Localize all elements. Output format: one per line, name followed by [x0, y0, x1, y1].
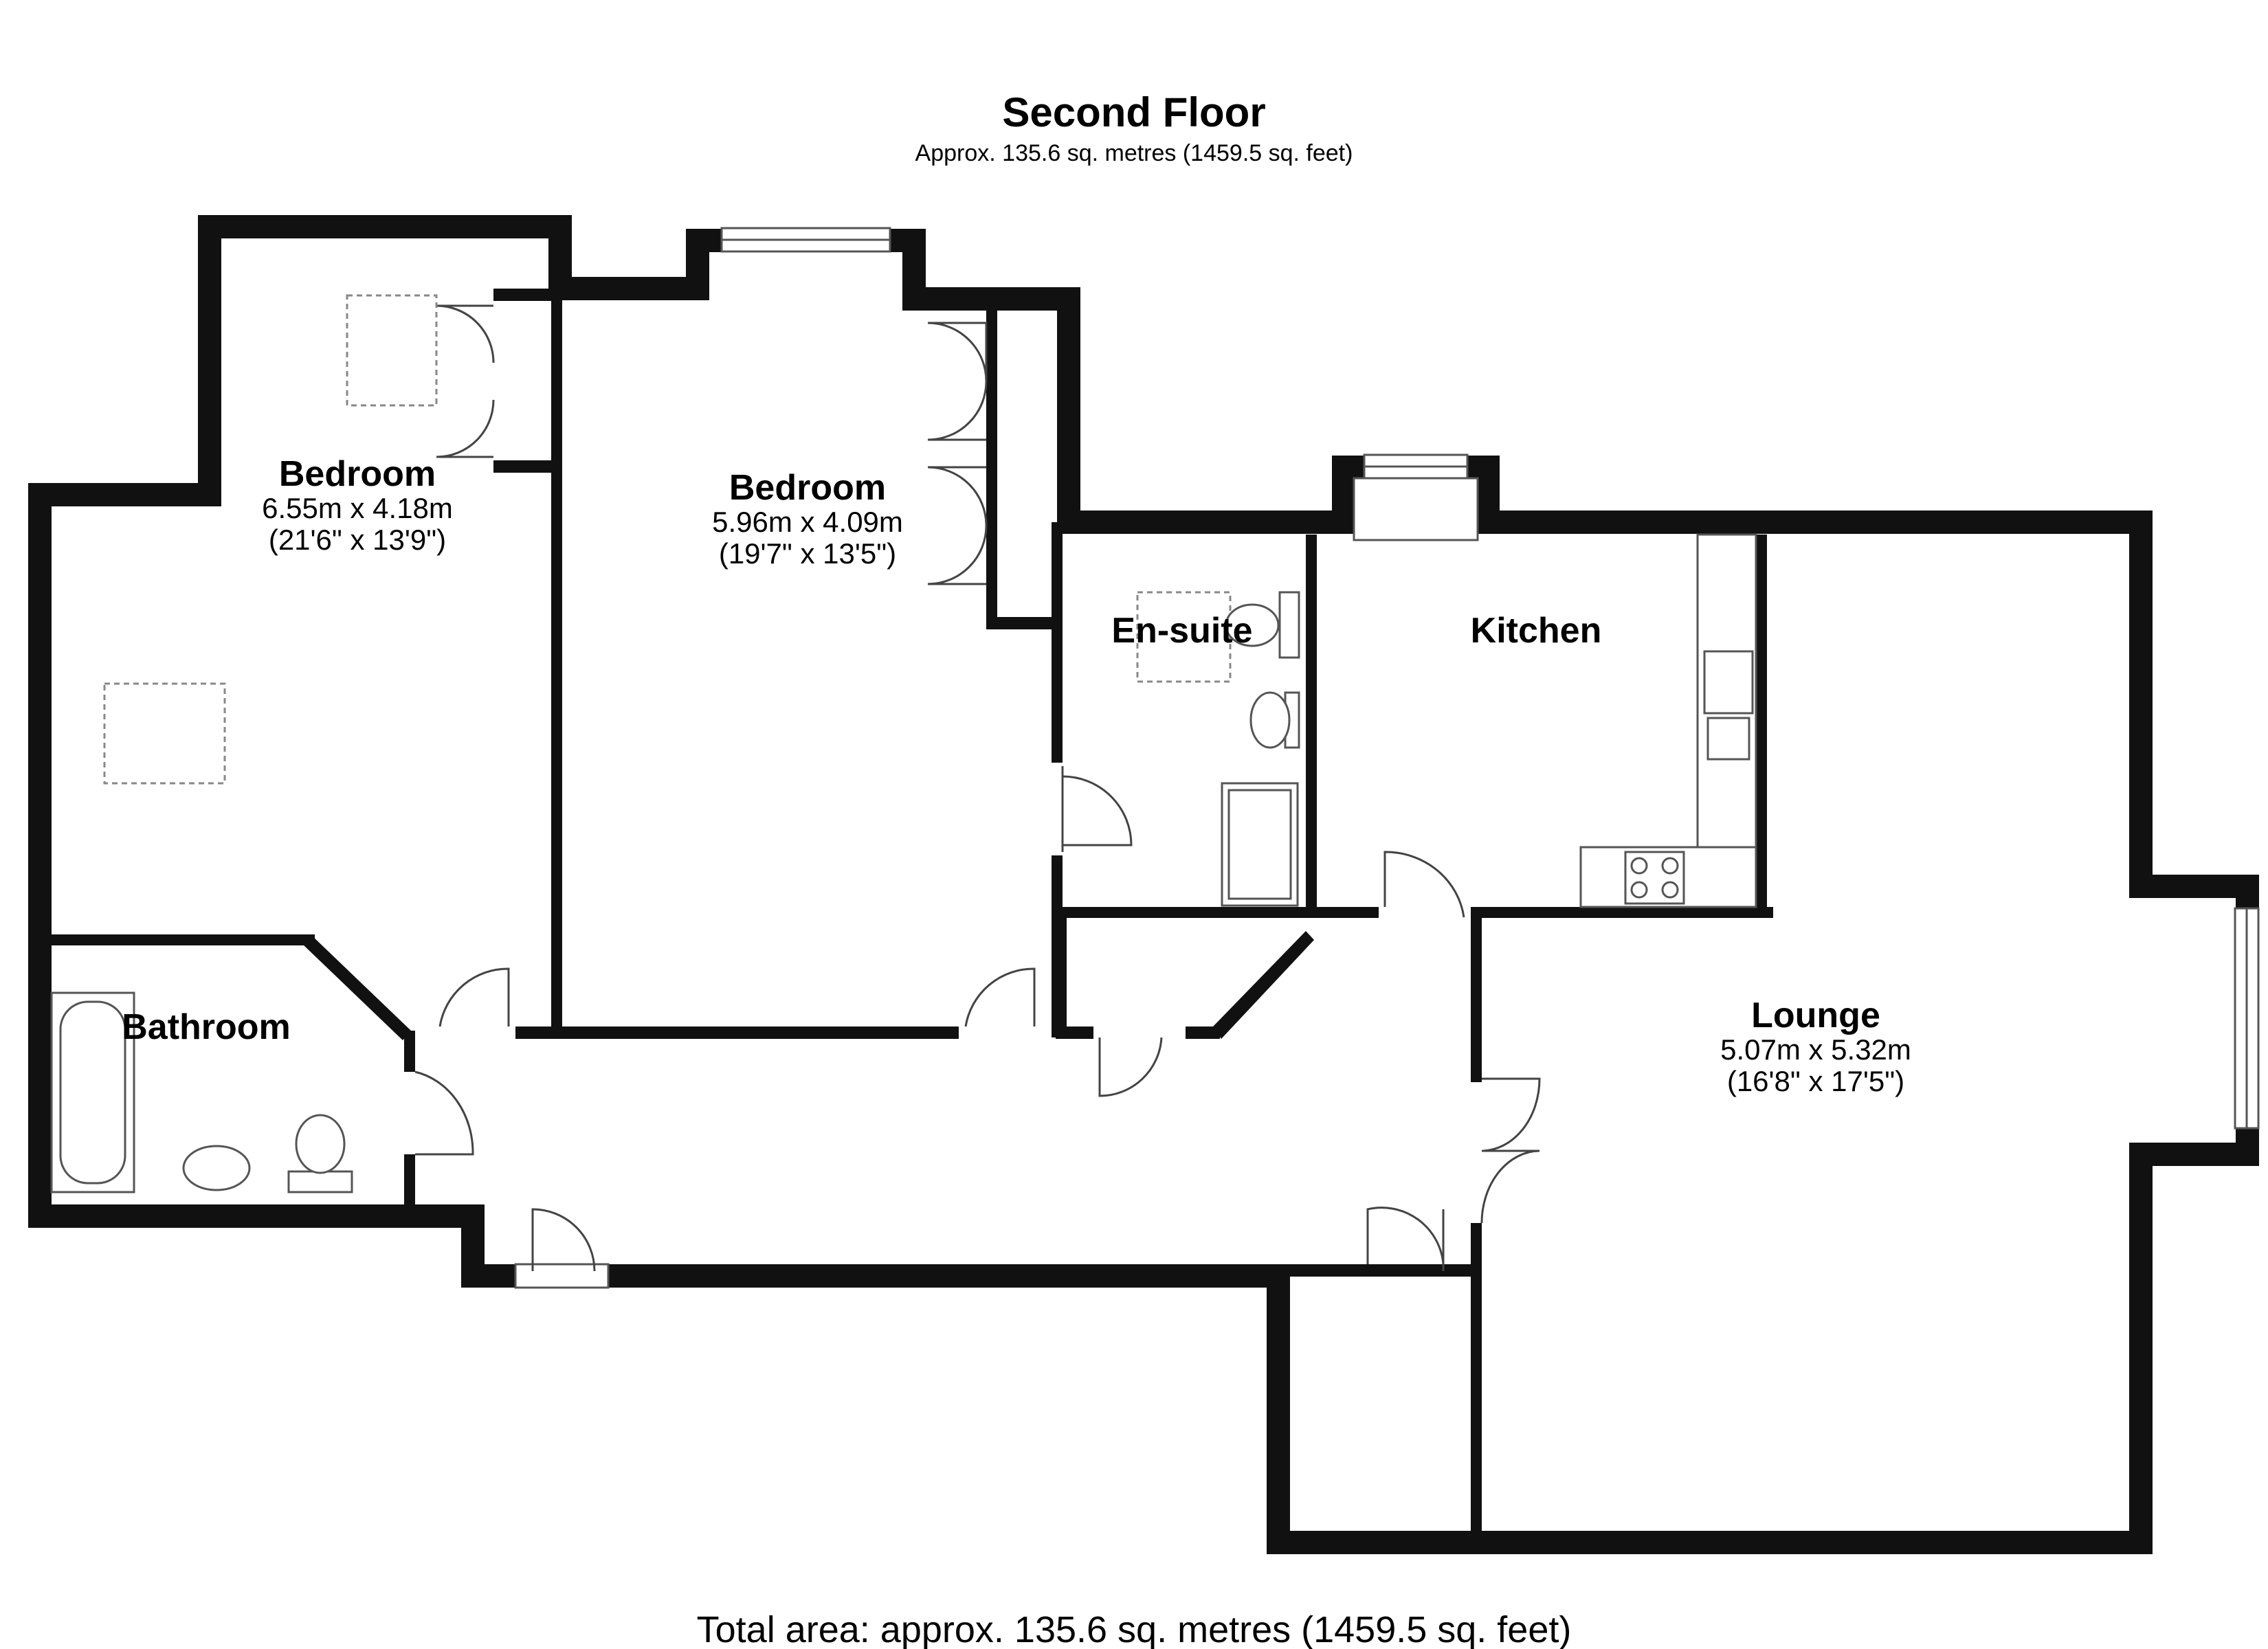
interior-walls	[40, 289, 1773, 1546]
wall-bathroom-right-low	[404, 1154, 415, 1220]
ensuite-wc-cistern	[1278, 591, 1300, 659]
door-ensuite[interactable]	[1061, 766, 1133, 852]
door-bathroom[interactable]	[414, 1070, 474, 1156]
windows	[514, 227, 2260, 1289]
door-lounge-2[interactable]	[1480, 1149, 1540, 1224]
room-bedroom-2: Bedroom 5.96m x 4.09m (19'7" x 13'5")	[712, 468, 903, 570]
door-closet-1-pair[interactable]	[436, 399, 495, 458]
wall-wardrobe-right	[986, 302, 997, 625]
kitchen-sink-icon	[1706, 717, 1750, 761]
hob-ring-4	[1661, 881, 1679, 899]
door-bedroom-1[interactable]	[438, 967, 510, 1027]
room-name: Kitchen	[1471, 611, 1602, 651]
room-name: Lounge	[1751, 996, 1880, 1035]
skylight-bedroom-1	[103, 682, 226, 785]
room-name: En-suite	[1111, 611, 1252, 651]
wall-cupboard-left	[1056, 918, 1067, 1035]
room-dimension-imperial: (21'6" x 13'9")	[269, 524, 446, 556]
door-lounge-1[interactable]	[1481, 1077, 1541, 1152]
door-kitchen[interactable]	[1383, 851, 1465, 918]
outer-walls	[28, 215, 2259, 1554]
door-wardrobe-4[interactable]	[927, 525, 988, 585]
wall-kitchen-lounge	[1756, 535, 1767, 918]
skylight-closet	[346, 294, 438, 407]
room-dimension-metric: 5.96m x 4.09m	[712, 506, 903, 538]
front-door-frame	[514, 1263, 610, 1289]
wall-lounge-left-low	[1471, 1223, 1482, 1546]
door-wardrobe-2[interactable]	[927, 381, 988, 441]
total-area-footer: Total area: approx. 135.6 sq. metres (14…	[697, 1609, 1572, 1649]
wall-ensuite-bottom	[1063, 907, 1379, 918]
wall-cupboard-bottom-r	[1186, 1027, 1220, 1039]
wall-corridor-top	[515, 1027, 959, 1039]
wall-wardrobe-bottom	[986, 617, 1062, 629]
wall-ensuite-kitchen	[1306, 535, 1317, 912]
hob-ring-3	[1630, 881, 1648, 899]
wall-bathroom-diagonal	[302, 934, 411, 1040]
wall-bathroom-top	[40, 934, 315, 945]
room-name: Bathroom	[122, 1007, 291, 1047]
wall-kitchen-bottom	[1471, 907, 1773, 918]
outer-wall-outline	[28, 215, 2259, 1554]
door-front[interactable]	[531, 1208, 596, 1272]
door-cupboard[interactable]	[1098, 1037, 1163, 1097]
ensuite-wc-icon	[1225, 603, 1280, 647]
room-dimension-metric: 5.07m x 5.32m	[1720, 1033, 1911, 1066]
kitchen-sink-drainer	[1703, 650, 1754, 715]
wall-bed2-ensuite	[1052, 522, 1063, 763]
room-bedroom-1: Bedroom 6.55m x 4.18m (21'6" x 13'9")	[262, 454, 453, 556]
wall-lounge-left	[1471, 907, 1482, 1082]
door-closet-1[interactable]	[436, 304, 495, 363]
wall-bed1-bed2	[551, 289, 562, 1037]
shower-tray-inner	[1227, 789, 1292, 900]
plan-subtitle: Approx. 135.6 sq. metres (1459.5 sq. fee…	[915, 140, 1353, 166]
door-bedroom-2[interactable]	[964, 967, 1036, 1027]
door-store[interactable]	[1366, 1207, 1445, 1271]
wall-closet-top	[493, 289, 562, 301]
bathroom-basin-icon	[182, 1145, 251, 1191]
room-bathroom: Bathroom	[122, 1007, 291, 1047]
room-name: Bedroom	[729, 468, 886, 508]
ensuite-basin-icon	[1249, 691, 1291, 749]
door-wardrobe-1[interactable]	[927, 322, 988, 382]
bathroom-wc-cistern	[287, 1170, 353, 1193]
room-dimension-imperial: (19'7" x 13'5")	[719, 537, 896, 570]
hob-ring-1	[1630, 857, 1648, 875]
fixtures	[50, 294, 1757, 1193]
room-kitchen: Kitchen	[1471, 611, 1602, 651]
room-dimension-imperial: (16'8" x 17'5")	[1727, 1065, 1904, 1097]
wall-bathroom-right	[404, 1031, 415, 1072]
room-lounge: Lounge 5.07m x 5.32m (16'8" x 17'5")	[1720, 996, 1911, 1097]
doors	[414, 304, 1541, 1272]
door-wardrobe-3[interactable]	[927, 466, 988, 526]
bathtub-inner	[59, 1000, 126, 1185]
room-en-suite: En-suite	[1111, 611, 1252, 651]
room-name: Bedroom	[279, 454, 436, 494]
window-kitchen-bay	[1353, 477, 1479, 541]
plan-title: Second Floor	[1002, 89, 1265, 135]
wall-cupboard-bottom	[1056, 1027, 1093, 1039]
wall-cupboard-diagonal	[1213, 931, 1314, 1039]
wall-closet-bottom	[493, 460, 562, 473]
hob-ring-2	[1661, 857, 1679, 875]
wall-store-top	[1275, 1264, 1481, 1277]
room-dimension-metric: 6.55m x 4.18m	[262, 492, 453, 524]
bathroom-wc-icon	[295, 1114, 346, 1174]
